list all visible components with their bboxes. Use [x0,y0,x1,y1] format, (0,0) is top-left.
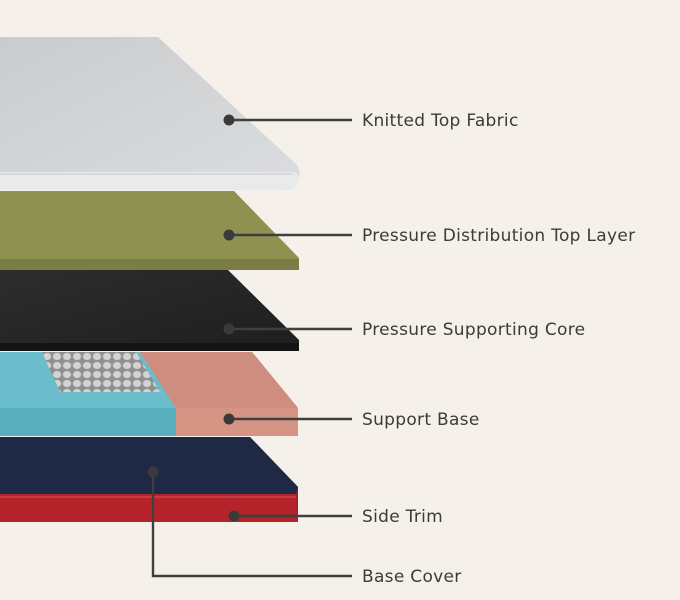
fabric-top [0,37,300,190]
dot-base-cover [147,466,159,478]
label-knitted-top-fabric: Knitted Top Fabric [362,111,519,131]
dot-pressure-distribution [223,229,235,241]
fabric-edge [0,172,300,190]
spring-coils [42,352,160,392]
dot-side-trim [228,510,240,522]
leader-base-cover [151,472,352,578]
distribution-edge [0,259,299,270]
support-base-pink-top [140,352,298,408]
pressure-supporting-core-layer [0,270,299,351]
base-cover-layer [0,437,298,522]
label-side-trim: Side Trim [362,507,444,527]
knitted-fabric-layer [0,37,300,190]
side-trim-front [0,494,298,522]
leader-lines [151,118,352,578]
label-pressure-supporting-core: Pressure Supporting Core [362,320,586,340]
pressure-distribution-layer [0,191,299,270]
core-top [0,270,299,351]
dot-knitted-top-fabric [223,114,235,126]
distribution-top [0,191,299,270]
base-cover-top [0,437,298,494]
label-pressure-distribution-top-layer: Pressure Distribution Top Layer [362,226,636,246]
dot-support-base [223,413,235,425]
support-base-pink-front [176,408,298,436]
label-support-base: Support Base [362,410,480,430]
core-edge [0,343,299,351]
dot-pressure-core [223,323,235,335]
support-base-layer [0,352,298,436]
leader-dots [147,114,240,522]
support-base-cyan-front [0,408,176,436]
label-base-cover: Base Cover [362,567,462,587]
